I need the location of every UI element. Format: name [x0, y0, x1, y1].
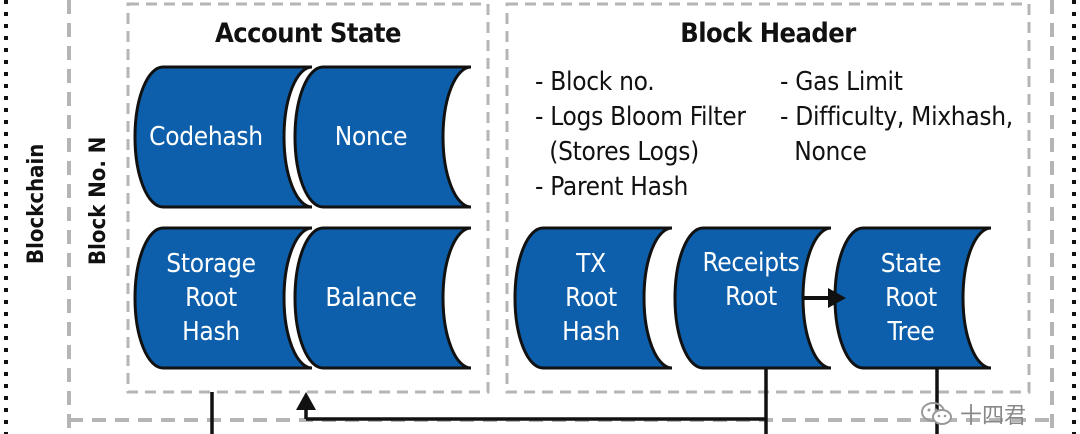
storage-root-hash-label: Storage Root Hash [166, 249, 256, 347]
header-field-parent-hash: - Parent Hash [535, 172, 689, 202]
receipts-to-state-arrowhead [828, 288, 846, 308]
storage-root-hash-cylinder [133, 226, 313, 370]
nonce-cylinder [293, 65, 472, 209]
watermark-text: 十四君 [960, 404, 1027, 429]
account-state-box [126, 2, 490, 394]
balance-label: Balance [325, 283, 417, 313]
codehash-cylinder [133, 65, 313, 209]
header-field-difficulty: - Difficulty, Mixhash, [780, 102, 1013, 132]
state-root-tree-label: State Root Tree [880, 249, 942, 347]
state-root-tree-cylinder [833, 226, 992, 370]
tx-root-hash-cylinder [513, 226, 673, 370]
blockchain-label: Blockchain [24, 143, 49, 264]
header-field-gas-limit: - Gas Limit [780, 67, 903, 97]
codehash-label: Codehash [149, 122, 263, 152]
connector-up-arrowhead [296, 392, 316, 410]
watermark: 十四君 [920, 398, 1026, 430]
block-number-label: Block No. N [86, 136, 111, 265]
wechat-icon [921, 402, 952, 425]
header-field-block-no: - Block no. [535, 67, 655, 97]
block-header-title: Block Header [680, 18, 856, 49]
header-field-nonce: Nonce [780, 137, 867, 167]
receipts-root-cylinder [673, 226, 832, 370]
block-header-box [505, 2, 1031, 394]
account-state-title: Account State [214, 18, 402, 49]
tx-root-hash-label: TX Root Hash [562, 249, 620, 347]
balance-cylinder [293, 226, 472, 370]
header-field-logs-bloom: - Logs Bloom Filter [535, 102, 746, 132]
header-field-stores-logs: (Stores Logs) [535, 137, 699, 167]
receipts-root-label: Receipts Root [702, 248, 800, 312]
nonce-label: Nonce [334, 122, 408, 152]
